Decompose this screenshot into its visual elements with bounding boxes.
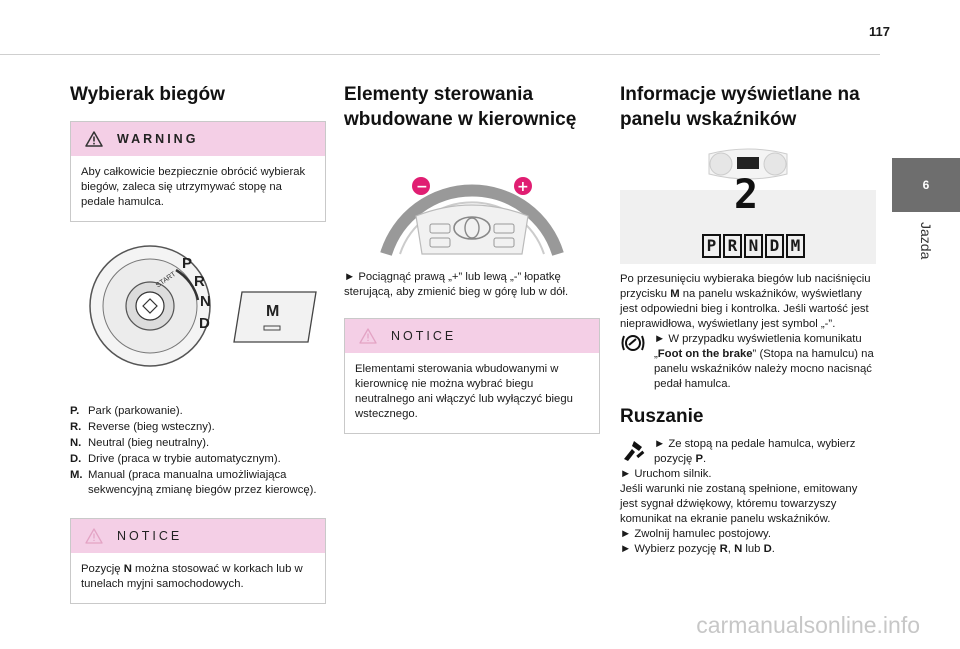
text-run: ► Wybierz pozycję (620, 543, 720, 555)
gear-key: P. (70, 405, 80, 417)
top-rule (0, 54, 880, 55)
start-step-text: ► Ze stopą na pedale hamulca, wybierz po… (654, 437, 876, 467)
text-run: ► Ze stopą na pedale hamulca, wybierz po… (654, 438, 856, 465)
list-item: P. Park (parkowanie). (70, 404, 326, 419)
gear-key: R. (70, 421, 82, 433)
text-run: lub (742, 543, 764, 555)
notice-box-steering: NOTICE Elementami sterowania wbudowanymi… (344, 318, 600, 434)
text-run: można stosować w korkach lub w tunelach … (81, 563, 303, 590)
text-bold: N (734, 543, 743, 555)
gear-cell: M (786, 234, 805, 258)
gear-key: D. (70, 453, 82, 465)
warning-title: WARNING (117, 131, 199, 146)
start-step-row: ► Ze stopą na pedale hamulca, wybierz po… (620, 437, 876, 467)
text-run: ” (Stopa na hamulcu) na panelu wskaźnikó… (654, 348, 874, 390)
gear-text: Park (parkowanie). (88, 405, 183, 417)
column-gear-selector: Wybierak biegów WARNING Aby całkowicie b… (70, 82, 326, 618)
foot-brake-icon (624, 441, 645, 461)
gear-cell: P (702, 234, 721, 258)
warning-text: Aby całkowicie bezpiecznie obrócić wybie… (81, 166, 306, 208)
watermark: carmanualsonline.info (696, 612, 920, 638)
list-item: R. Reverse (bieg wsteczny). (70, 420, 326, 435)
section-title-instrument-panel: Informacje wyświetlane na panelu wskaźni… (620, 84, 860, 130)
warning-box: WARNING Aby całkowicie bezpiecznie obróc… (70, 121, 326, 222)
page-number: 117 (869, 24, 890, 39)
section-title-steering-controls: Elementy sterowania wbudowane w kierowni… (344, 84, 577, 130)
notice-title: NOTICE (117, 528, 183, 543)
notice-text: Pozycję N można stosować w korkach lub w… (81, 562, 315, 592)
text-run: . (771, 543, 775, 555)
notice-box-neutral: NOTICE Pozycję N można stosować w korkac… (70, 518, 326, 604)
display-paragraph: Po przesunięciu wybieraka biegów lub nac… (620, 272, 876, 332)
warning-icon (85, 131, 103, 147)
gear-digit: 2 (734, 172, 759, 218)
paddle-minus-label: − (416, 179, 428, 195)
gear-text: Manual (praca manualna umożliwiająca sek… (88, 469, 317, 496)
notice-header: NOTICE (71, 519, 325, 553)
gear-row: P R N D M (702, 234, 805, 258)
release-parking-brake-step: ► Zwolnij hamulec postojowy. (620, 528, 771, 540)
m-button-label: M (266, 303, 279, 320)
chapter-label: Jazda (918, 222, 934, 260)
section-title-starting: Ruszanie (620, 406, 704, 427)
text-run: ► W przypadku wyświetlenia komunikatu „ (654, 333, 862, 360)
steering-wheel-illustration: − + (380, 177, 564, 256)
start-conditions-text: Jeśli warunki nie zostaną spełnione, emi… (620, 483, 858, 525)
dial-letter-p: P (182, 255, 192, 272)
gear-dial-illustration: P R N D START M (89, 245, 317, 367)
dial-letter-r: R (194, 273, 205, 290)
gear-text: Drive (praca w trybie automatycznym). (88, 453, 281, 465)
notice-header: NOTICE (345, 319, 599, 353)
notice-title: NOTICE (391, 328, 457, 343)
gear-cell: R (723, 234, 742, 258)
chapter-tab[interactable]: 6 (892, 158, 960, 212)
chapter-number: 6 (922, 178, 930, 192)
instrument-cluster-icon (708, 148, 788, 180)
text-bold: D (763, 543, 772, 555)
gear-key: M. (70, 469, 83, 481)
gear-cell: D (765, 234, 784, 258)
text-bold: R (719, 543, 728, 555)
paddle-plus-label: + (517, 179, 529, 195)
text-bold: N (123, 563, 132, 575)
text-bold: P (695, 453, 703, 465)
gear-cell: N (744, 234, 763, 258)
gear-key: N. (70, 437, 82, 449)
brake-warning-icon (621, 335, 645, 351)
notice-icon (359, 328, 377, 344)
gear-text: Neutral (bieg neutralny). (88, 437, 210, 449)
column-instrument-panel: Informacje wyświetlane na panelu wskaźni… (620, 82, 876, 557)
text-run: Pozycję (81, 563, 124, 575)
warning-header: WARNING (71, 122, 325, 156)
notice-icon (85, 528, 103, 544)
start-engine-step: ► Uruchom silnik. (620, 468, 712, 480)
section-title-gear-selector: Wybierak biegów (70, 84, 225, 105)
text-run: Po przesunięciu wybieraka biegów lub nac… (620, 273, 871, 300)
list-item: D. Drive (praca w trybie automatycznym). (70, 452, 326, 467)
gear-display-panel: 2 P R N D M (620, 172, 876, 264)
list-item: M. Manual (praca manualna umożliwiająca s… (70, 468, 326, 498)
text-bold: M (670, 288, 680, 300)
paddle-instruction: ► Pociągnąć prawą „+” lub lewą „-” łopat… (344, 271, 569, 298)
text-run: . (703, 453, 707, 465)
notice-text: Elementami sterowania wbudowanymi w kier… (355, 363, 573, 420)
column-steering-controls: Elementy sterowania wbudowane w kierowni… (344, 82, 600, 448)
dial-letter-n: N (200, 293, 211, 310)
text-run: na panelu wskaźników, wyświetlany jest o… (620, 288, 869, 330)
select-gear-step: ► Wybierz pozycję R, N lub D. (620, 542, 876, 557)
dial-letter-d: D (199, 315, 210, 332)
text-run: , (727, 543, 735, 555)
foot-on-brake-row: ► W przypadku wyświetlenia komunikatu „F… (620, 332, 876, 392)
list-item: N. Neutral (bieg neutralny). (70, 436, 326, 451)
gear-list: P. Park (parkowanie). R. Reverse (bieg wst… (70, 404, 326, 498)
text-bold: Foot on the brake (657, 348, 753, 360)
gear-text: Reverse (bieg wsteczny). (88, 421, 215, 433)
foot-on-brake-text: ► W przypadku wyświetlenia komunikatu „F… (654, 332, 876, 392)
